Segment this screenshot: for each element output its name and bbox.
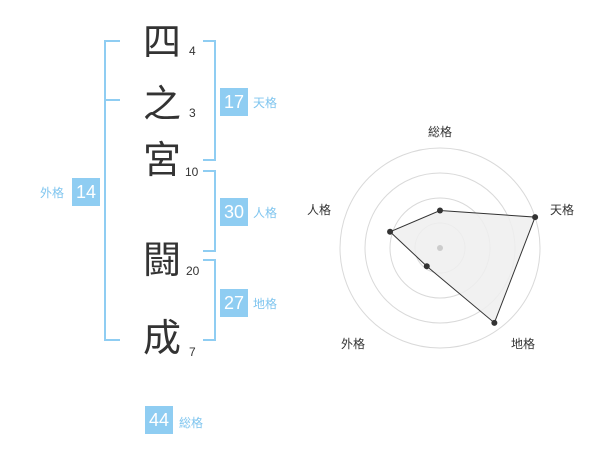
tenkaku-bracket: [203, 40, 216, 161]
radar-label-chikaku: 地格: [511, 337, 536, 351]
stroke-count-2: 3: [189, 106, 196, 120]
radar-point-3: [491, 319, 498, 326]
radar-point-2: [532, 214, 539, 221]
name-char-4: 闘: [142, 238, 181, 282]
tenkaku-value: 17: [220, 88, 248, 116]
radar-points: [387, 207, 539, 326]
radar-ring-4: [339, 147, 541, 349]
radar-label-gaikaku: 外格: [341, 337, 366, 351]
stroke-count-3: 10: [185, 165, 199, 179]
name-char-2: 之: [142, 82, 181, 126]
radar-label-soukaku: 総格: [428, 125, 453, 139]
stroke-count-5: 7: [189, 345, 196, 359]
tenkaku-label: 天格: [253, 96, 278, 110]
radar-ring-3: [364, 172, 516, 324]
chikaku-bracket: [203, 259, 216, 341]
gaikaku-bracket: [104, 40, 120, 341]
jinkaku-value: 30: [220, 198, 248, 226]
jinkaku-label: 人格: [253, 206, 278, 220]
radar-point-5: [387, 228, 394, 235]
radar-label-tenkaku: 天格: [550, 203, 575, 217]
radar-point-4: [423, 263, 430, 270]
jinkaku-bracket: [203, 170, 216, 252]
name-char-1: 四: [142, 20, 181, 64]
name-char-5: 成: [142, 316, 181, 360]
soukaku-value: 44: [145, 406, 173, 434]
radar-label-jinkaku: 人格: [307, 203, 332, 217]
radar-ring-2: [389, 197, 491, 299]
radar-rings: [339, 147, 541, 349]
chikaku-value: 27: [220, 289, 248, 317]
gaikaku-bracket-tick: [104, 99, 120, 101]
radar-center-dot: [437, 245, 443, 251]
gaikaku-value: 14: [72, 178, 100, 206]
chikaku-label: 地格: [253, 297, 278, 311]
radar-polygon: [389, 209, 536, 324]
name-char-3: 宮: [142, 138, 181, 182]
stroke-count-4: 20: [186, 264, 200, 278]
gaikaku-label: 外格: [40, 186, 65, 200]
soukaku-label: 総格: [179, 416, 204, 430]
radar-point-1: [437, 207, 443, 214]
radar-ring-1: [414, 222, 466, 274]
stroke-count-1: 4: [189, 44, 196, 58]
